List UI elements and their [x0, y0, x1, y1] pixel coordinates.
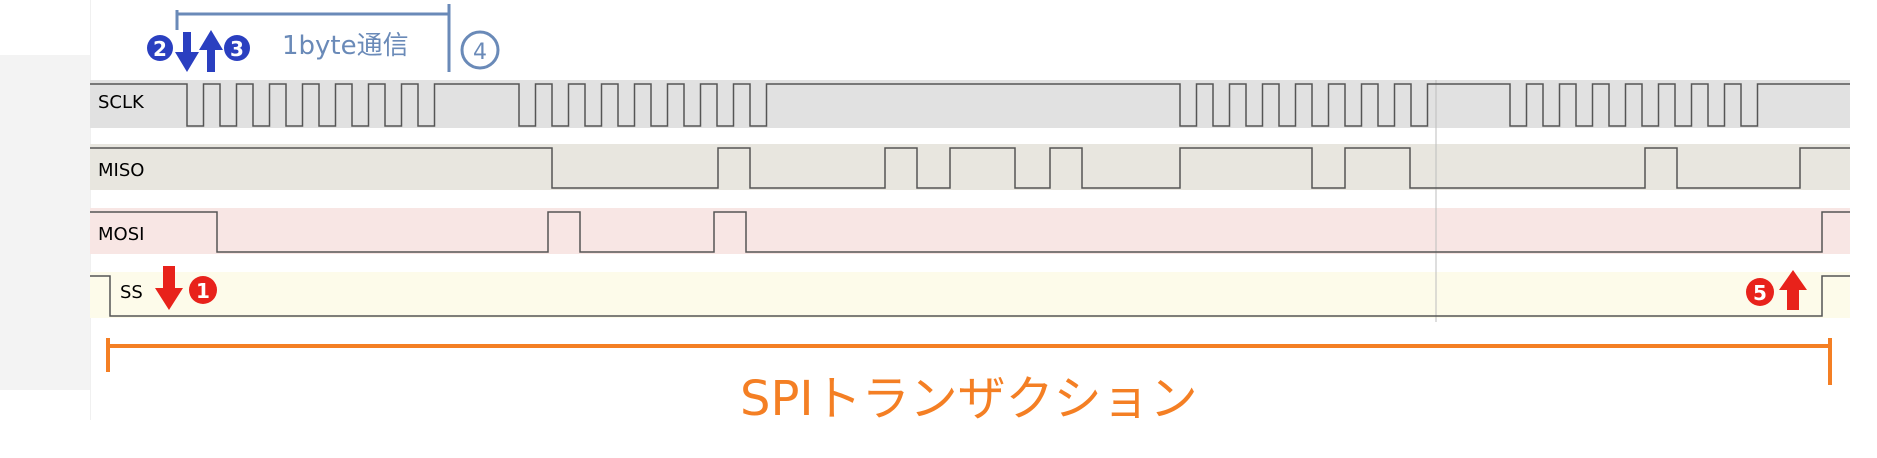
transaction-label: SPIトランザクション: [740, 371, 1198, 427]
miso-band: [90, 144, 1850, 190]
sclk-waveform: [90, 83, 1850, 127]
mosi-band: [90, 208, 1850, 254]
signal-label-miso: MISO: [98, 160, 144, 181]
down-arrow-icon: [155, 266, 183, 310]
svg-text:5: 5: [1753, 281, 1767, 305]
ss-band: [90, 272, 1850, 318]
miso-waveform: [90, 147, 1850, 189]
left-panel: [0, 55, 90, 390]
step-5-marker: 5: [1746, 270, 1807, 310]
step-4-marker: 4: [460, 30, 500, 70]
svg-text:4: 4: [473, 40, 487, 65]
sclk-band: [90, 80, 1850, 128]
down-arrow-icon: [175, 32, 199, 72]
ss-waveform: [90, 275, 1850, 317]
signal-label-mosi: MOSI: [98, 224, 144, 245]
byte-label: 1byte通信: [282, 31, 409, 61]
up-arrow-icon: [199, 30, 223, 72]
svg-text:2: 2: [153, 37, 167, 61]
step-3-marker: 3: [199, 30, 250, 72]
step-1-marker: 1: [155, 266, 217, 310]
step-2-marker: 2: [147, 32, 199, 72]
svg-text:3: 3: [230, 37, 244, 61]
signal-label-sclk: SCLK: [98, 92, 145, 113]
mosi-waveform: [90, 211, 1850, 253]
svg-text:1: 1: [196, 279, 210, 303]
up-arrow-icon: [1779, 270, 1807, 310]
signal-label-ss: SS: [120, 282, 143, 303]
